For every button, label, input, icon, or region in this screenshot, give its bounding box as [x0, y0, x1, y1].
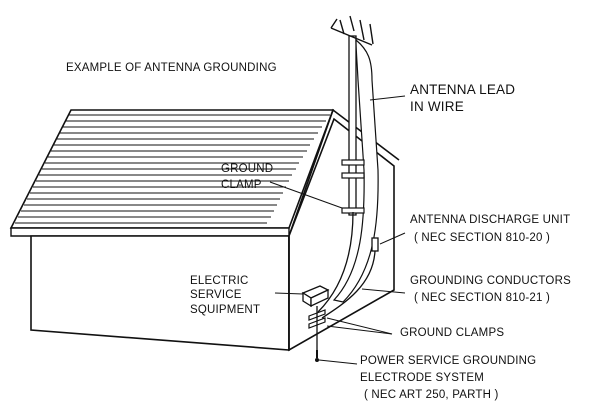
label-power-service-grounding-line3: ( NEC ART 250, PARTH ): [364, 389, 499, 401]
antenna-elements: [330, 15, 374, 46]
electrode-tip: [315, 358, 319, 362]
label-ground-clamps: GROUND CLAMPS: [400, 327, 505, 339]
grounding-conductor-2: [317, 211, 354, 313]
label-power-service-grounding-line2: ELECTRODE SYSTEM: [360, 372, 484, 384]
label-electric-service-line3: SQUIPMENT: [190, 304, 261, 316]
label-antenna-discharge-section: ( NEC SECTION 810-20 ): [414, 232, 551, 244]
electric-service-box-side: [310, 288, 329, 308]
leader-lines: [269, 95, 406, 365]
grounding-conductor-1: [321, 250, 376, 319]
label-ground-clamp: GROUND: [221, 163, 274, 175]
label-electric-service-line2: SERVICE: [190, 289, 242, 301]
lead-in-wire: [332, 38, 379, 303]
label-antenna-lead: ANTENNA LEAD: [410, 82, 516, 97]
label-antenna-lead-line2: IN WIRE: [410, 99, 464, 114]
roof-shingles: [15, 114, 330, 224]
diagram-title: EXAMPLE OF ANTENNA GROUNDING: [66, 62, 277, 74]
antenna-mast: [348, 35, 357, 216]
label-grounding-conductors: GROUNDING CONDUCTORS: [410, 275, 571, 287]
label-antenna-discharge-unit: ANTENNA DISCHARGE UNIT: [410, 214, 571, 226]
label-ground-clamp-line2: CLAMP: [221, 179, 262, 191]
label-electric-service: ELECTRIC: [190, 275, 249, 287]
label-grounding-conductors-section: ( NEC SECTION 810-21 ): [414, 292, 551, 304]
front-wall: [30, 235, 290, 351]
roof-edge: [10, 227, 290, 237]
label-power-service-grounding: POWER SERVICE GROUNDING: [360, 355, 537, 367]
discharge-unit: [371, 237, 379, 252]
